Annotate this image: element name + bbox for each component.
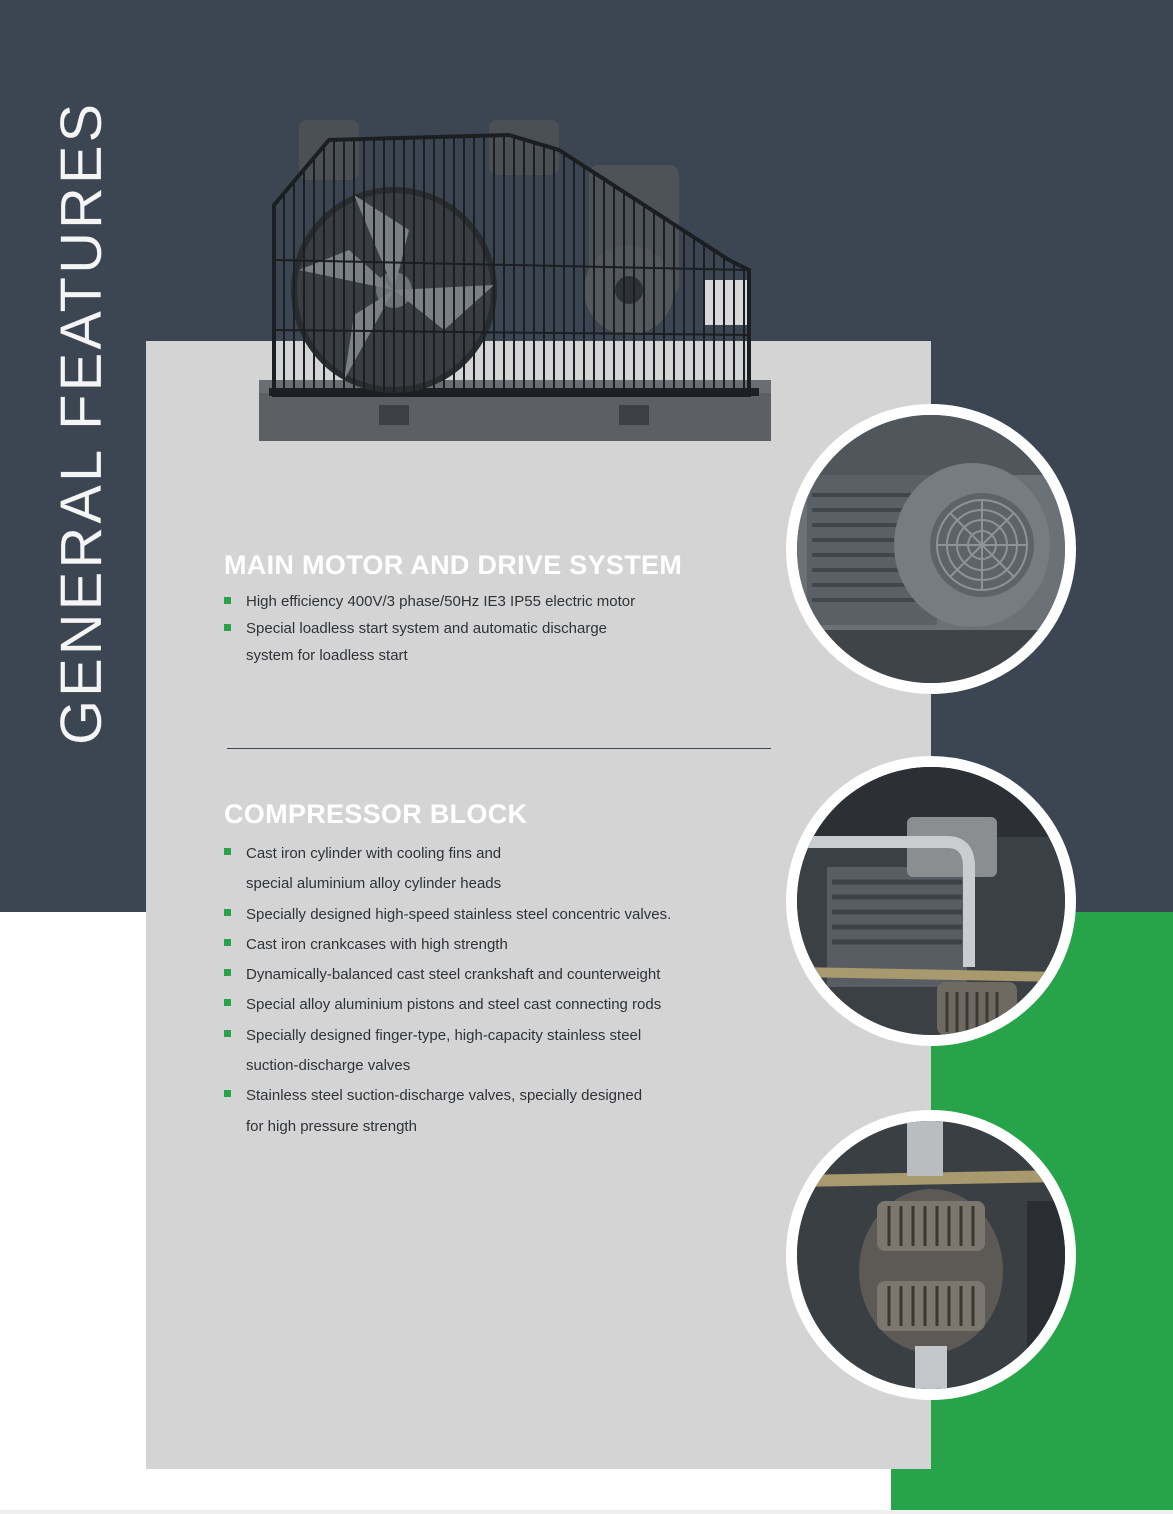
list-item: Special alloy aluminium pistons and stee… [222,990,671,1020]
list-item: Specially designed finger-type, high-cap… [222,1021,671,1082]
compressor-unit-image [259,110,771,441]
compressor-feature-list: Cast iron cylinder with cooling fins and… [222,839,671,1142]
page-title-vertical: GENERAL FEATURES [49,100,114,745]
motor-section-title: MAIN MOTOR AND DRIVE SYSTEM [224,550,683,580]
list-item: Cast iron crankcases with high strength [222,930,671,960]
compressor-section-title: COMPRESSOR BLOCK [224,799,528,829]
valve-plate-image [786,1110,1076,1400]
list-item: Stainless steel suction-discharge valves… [222,1081,671,1142]
list-item: Dynamically-balanced cast steel cranksha… [222,960,671,990]
list-item: Cast iron cylinder with cooling fins and… [222,839,671,900]
cylinder-head-image [786,756,1076,1046]
section-divider [227,748,771,749]
bottom-strip [0,1510,1173,1514]
list-item: Special loadless start system and automa… [222,615,635,669]
motor-feature-list: High efficiency 400V/3 phase/50Hz IE3 IP… [222,588,635,669]
list-item: Specially designed high-speed stainless … [222,900,671,930]
list-item: High efficiency 400V/3 phase/50Hz IE3 IP… [222,588,635,615]
electric-motor-image [786,404,1076,694]
